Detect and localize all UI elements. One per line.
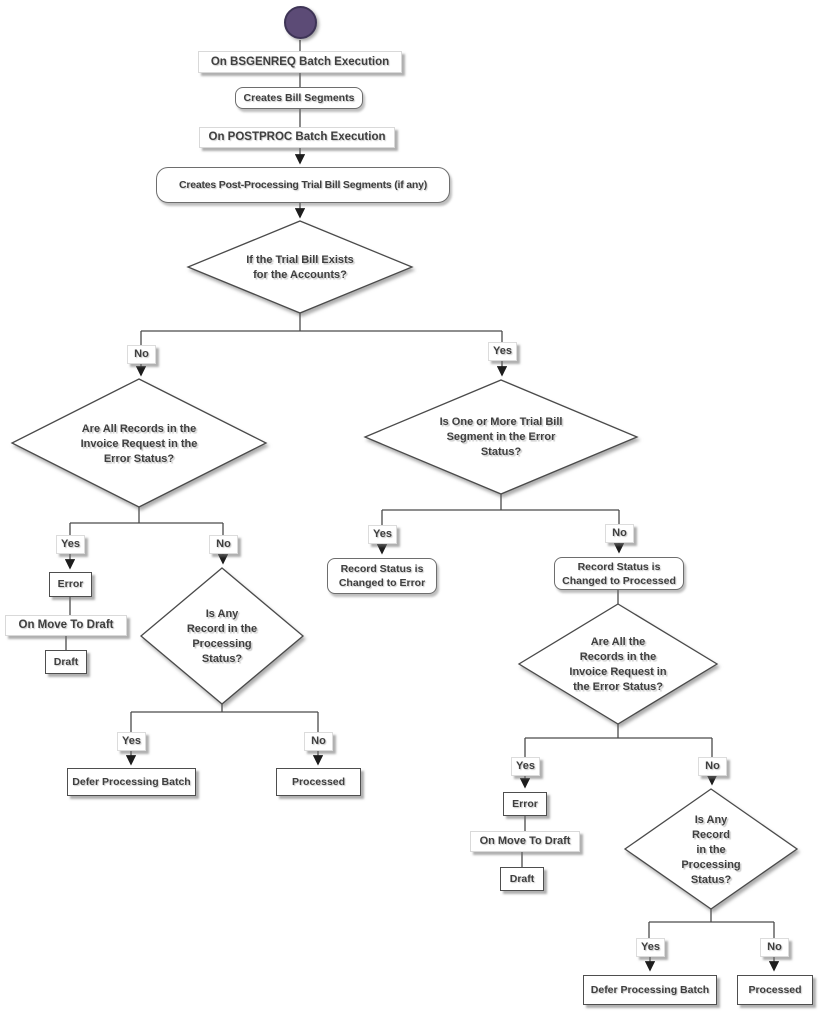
connector-lines: [64, 40, 780, 972]
edge-label-yes-one-or-more: Yes: [368, 525, 397, 544]
node-record-status-changed-to-processed: Record Status is Changed to Processed: [554, 557, 684, 590]
decision-all-records-error-right-shape: [517, 603, 719, 725]
edge-label-no-any-record-right: No: [760, 938, 789, 957]
decision-one-or-more-error-shape: [363, 379, 639, 495]
edge-label-yes-all-records-right: Yes: [511, 757, 540, 776]
decision-any-record-processing-left-text: Is Any Record in the Processing Status?: [186, 608, 258, 665]
node-creates-post-processing-trial-bill-segments: Creates Post-Processing Trial Bill Segme…: [156, 167, 450, 203]
edge-label-no-one-or-more: No: [605, 524, 634, 543]
decision-any-record-processing-left-shape: [139, 567, 305, 705]
node-error-left: Error: [49, 572, 92, 597]
decision-all-records-error-right-text: Are All the Records in the Invoice Reque…: [569, 636, 667, 693]
node-record-status-changed-to-error: Record Status is Changed to Error: [327, 558, 437, 594]
node-error-right: Error: [503, 792, 547, 816]
decision-all-records-error-left-shape: [10, 378, 268, 508]
edge-label-no-all-records-right: No: [698, 757, 727, 776]
edge-label-yes-trial-bill: Yes: [488, 342, 517, 361]
node-processed-left: Processed: [276, 768, 361, 796]
label-on-postproc-batch-execution: On POSTPROC Batch Execution: [199, 127, 395, 148]
decision-any-record-processing-right-shape: [623, 788, 799, 910]
edge-label-no-any-record-left: No: [304, 732, 333, 751]
decision-all-records-error-left-text: Are All Records in the Invoice Request i…: [80, 422, 198, 465]
edge-label-yes-all-records-left: Yes: [56, 535, 85, 554]
label-on-move-to-draft-left: On Move To Draft: [5, 615, 127, 636]
decision-trial-bill-exists-text: If the Trial Bill Exists for the Account…: [246, 254, 354, 281]
decision-one-or-more-error-text: Is One or More Trial Bill Segment in the…: [439, 416, 563, 458]
label-on-bsgenreq-batch-execution: On BSGENREQ Batch Execution: [198, 51, 402, 73]
node-defer-processing-batch-left: Defer Processing Batch: [67, 768, 196, 796]
label-on-move-to-draft-right: On Move To Draft: [470, 831, 580, 852]
edge-label-no-trial-bill: No: [127, 345, 156, 364]
node-creates-bill-segments: Creates Bill Segments: [235, 87, 363, 109]
decision-trial-bill-exists-shape: [186, 220, 414, 314]
edge-label-yes-any-record-right: Yes: [636, 938, 665, 957]
node-defer-processing-batch-right: Defer Processing Batch: [583, 975, 717, 1005]
node-draft-right: Draft: [500, 867, 544, 891]
edge-label-no-all-records-left: No: [209, 535, 238, 554]
node-draft-left: Draft: [45, 650, 87, 674]
decision-any-record-processing-right-text: Is Any Record in the Processing Status?: [681, 813, 741, 886]
edge-label-yes-any-record-left: Yes: [117, 732, 146, 751]
node-processed-right: Processed: [737, 975, 813, 1005]
start-node: [284, 6, 317, 39]
